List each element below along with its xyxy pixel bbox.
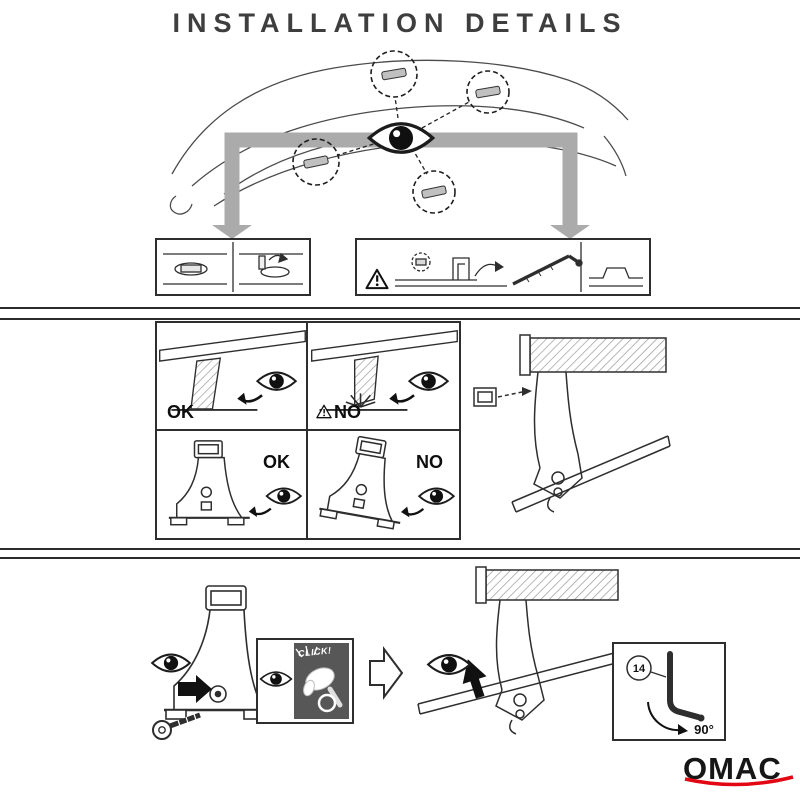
inspection-eye-icon (389, 373, 448, 405)
crossbar (485, 569, 619, 601)
comparison-cell-foot-ok: OK (157, 430, 308, 538)
car-roof-diagram (169, 50, 629, 239)
crossbar (529, 337, 667, 373)
down-arrow-icon (550, 225, 590, 239)
hand-press-lever-drawing (295, 645, 343, 713)
brand-logo: OMAC (683, 746, 795, 792)
inspection-eye-icon (151, 653, 191, 673)
part-number: 14 (633, 663, 646, 675)
ok-label: OK (263, 451, 290, 472)
lock-key-icon (152, 712, 201, 740)
foot-no-drawing (319, 435, 459, 530)
section-divider-line (0, 318, 800, 320)
page-title: INSTALLATION DETAILS (172, 8, 628, 38)
down-arrow-icon (212, 225, 252, 239)
part-number-badge (626, 655, 652, 681)
no-label: NO (334, 401, 361, 422)
comparison-cell-foot-no: NO (308, 431, 459, 539)
right-arrow-icon (178, 675, 212, 703)
next-step-arrow-icon (369, 646, 404, 700)
comparison-cell-seating-ok: OK (157, 323, 308, 431)
inspection-eye-icon (401, 488, 454, 517)
warning-icon (316, 404, 332, 419)
ok-no-comparison-grid: OK (155, 321, 461, 540)
click-detail-box: CLICK! (256, 638, 354, 724)
routing-arrows (212, 132, 590, 239)
mounting-point-markers (292, 50, 510, 214)
inspection-eye-icon (259, 671, 293, 687)
hex-key-icon (512, 254, 583, 286)
logo-swoosh (684, 775, 794, 787)
section-divider-line (0, 307, 800, 309)
seating-no-drawing (311, 330, 458, 411)
comparison-cell-seating-no: NO (308, 323, 459, 431)
rotate-arrow-icon (647, 701, 681, 732)
foot-ok-drawing (168, 439, 306, 525)
section-divider-line (0, 557, 800, 559)
fixpoint-cover-drawing (163, 242, 303, 292)
allen-key-icon (667, 651, 705, 722)
ok-label: OK (167, 401, 194, 422)
fixpoint-cover-detail-box (155, 238, 311, 296)
warning-icon (365, 268, 389, 290)
seating-ok-drawing (159, 330, 306, 411)
clamp-assembly-drawing (473, 334, 671, 513)
allen-key-detail-box: 14 90° (612, 642, 726, 741)
inspection-eye-icon (427, 654, 471, 675)
section-divider-line (0, 548, 800, 550)
inspection-eye-icon (249, 488, 301, 517)
tool-warning-detail-box (355, 238, 651, 296)
foot-lock-drawing (151, 585, 274, 740)
inspection-eye-icon (237, 373, 296, 405)
allen-key-drawing: 14 90° (626, 651, 714, 737)
no-label: NO (416, 451, 443, 472)
click-panel (294, 643, 349, 719)
tightening-assembly-drawing (417, 566, 621, 735)
angle-label: 90° (694, 722, 714, 737)
tool-warning-drawing (365, 242, 643, 292)
